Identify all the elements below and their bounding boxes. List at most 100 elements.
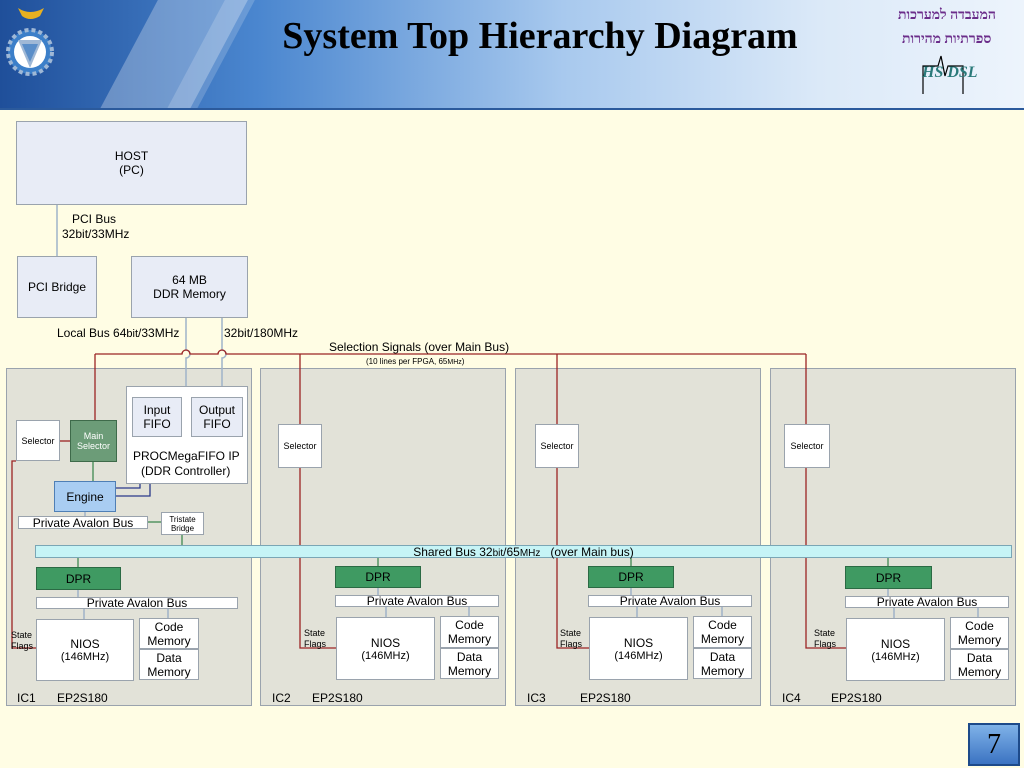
ic4-dpr-block: DPR xyxy=(845,566,932,589)
ic4-private-avalon-bus: Private Avalon Bus xyxy=(845,595,1009,609)
selector-label: Selector xyxy=(21,435,55,446)
selection-signals-label: Selection Signals (over Main Bus) xyxy=(329,340,510,354)
ic2-dpr-block: DPR xyxy=(335,566,421,588)
host-sublabel: (PC) xyxy=(119,163,144,177)
nios-freq: (146MHz) xyxy=(60,651,110,663)
nios-freq: (146MHz) xyxy=(361,649,410,662)
code-memory-label: Code xyxy=(455,618,484,632)
ddr-memory-block: 64 MB DDR Memory xyxy=(131,256,248,318)
slide-title: System Top Hierarchy Diagram xyxy=(282,15,798,57)
ic4-nios-block: NIOS(146MHz) xyxy=(846,618,945,681)
fifo-ip-label: PROCMegaFIFO IP xyxy=(133,449,240,463)
code-memory-label: Code xyxy=(965,619,994,633)
code-memory-label: Code xyxy=(154,619,184,634)
pci-bridge-block: PCI Bridge xyxy=(17,256,97,318)
lab-logo-line: המעבדה למערכות xyxy=(898,8,996,23)
input-fifo-sublabel: FIFO xyxy=(143,417,171,431)
data-memory-sublabel: Memory xyxy=(147,664,191,679)
ic1-selector-block: Selector xyxy=(16,420,60,461)
data-memory-sublabel: Memory xyxy=(700,663,745,678)
ic2-nios-block: NIOS(146MHz) xyxy=(336,617,435,680)
shared-bus-label: Shared Bus 32bit/65MHz (over Main bus) xyxy=(413,544,634,559)
private-bus-label: Private Avalon Bus xyxy=(86,596,188,610)
page-number: 7 xyxy=(987,728,1001,760)
host-pc-block: HOST (PC) xyxy=(16,121,247,205)
dpr-label: DPR xyxy=(65,571,92,586)
dpr-label: DPR xyxy=(365,570,391,584)
engine-label: Engine xyxy=(66,489,104,504)
code-memory-sublabel: Memory xyxy=(447,632,492,646)
ic-chip-label: EP2S180 xyxy=(312,691,363,705)
nios-label: NIOS xyxy=(880,636,911,651)
ic-chip-label: EP2S180 xyxy=(580,691,631,705)
data-memory-label: Data xyxy=(966,650,993,665)
state-flags-label: State xyxy=(560,628,582,638)
selection-signals-sublabel: (10 lines per FPGA, 65MHz) xyxy=(366,357,465,366)
shared-bus: Shared Bus 32bit/65MHz (over Main bus) xyxy=(35,544,1012,559)
slide-header xyxy=(0,0,1024,110)
procmegafifo-ip-block: Input FIFO Output FIFO PROCMegaFIFO IP (… xyxy=(126,386,248,484)
state-flags-sublabel: Flags xyxy=(304,639,327,649)
output-fifo-label: Output xyxy=(198,403,236,417)
nios-label: NIOS xyxy=(370,635,401,650)
data-memory-sublabel: Memory xyxy=(957,664,1002,679)
ic4-selector-block: Selector xyxy=(784,424,830,468)
dpr-label: DPR xyxy=(618,570,644,584)
state-flags-sublabel: Flags xyxy=(814,639,837,649)
code-memory-sublabel: Memory xyxy=(957,633,1002,647)
ic-id-label: IC3 xyxy=(527,691,546,705)
ic-chip-label: EP2S180 xyxy=(831,691,882,705)
output-fifo-sublabel: FIFO xyxy=(203,417,231,431)
tristate-bridge-block: Tristate Bridge xyxy=(161,512,204,535)
selector-label: Selector xyxy=(283,441,317,451)
nios-label: NIOS xyxy=(623,635,654,650)
state-flags-sublabel: Flags xyxy=(11,641,34,651)
ic1-private-avalon-bus: Private Avalon Bus xyxy=(18,515,148,530)
nios-label: NIOS xyxy=(70,637,100,651)
pci-bus-speed: 32bit/33MHz xyxy=(62,227,130,241)
data-memory-label: Data xyxy=(156,650,182,665)
private-bus-label: Private Avalon Bus xyxy=(32,515,134,530)
tristate-sublabel: Bridge xyxy=(170,523,195,533)
host-label: HOST xyxy=(114,149,149,163)
fifo-ip-sublabel: (DDR Controller) xyxy=(141,464,231,478)
private-bus-label: Private Avalon Bus xyxy=(366,594,468,608)
pci-bridge-label: PCI Bridge xyxy=(27,280,87,294)
ic-id-label: IC2 xyxy=(272,691,291,705)
dpr-label: DPR xyxy=(875,570,902,585)
data-memory-label: Data xyxy=(456,649,483,664)
nios-freq: (146MHz) xyxy=(871,650,920,663)
output-fifo-block: Output FIFO xyxy=(191,397,243,437)
tristate-label: Tristate xyxy=(169,514,196,524)
state-flags-sublabel: Flags xyxy=(560,639,583,649)
input-fifo-block: Input FIFO xyxy=(132,397,182,437)
state-flags-label: State xyxy=(304,628,326,638)
ic1-dpr-private-bus: Private Avalon Bus xyxy=(36,596,238,610)
ic1-dpr-block: DPR xyxy=(36,567,121,590)
lab-logo-icon xyxy=(922,55,964,94)
ic-chip-label: EP2S180 xyxy=(57,691,108,705)
engine-block: Engine xyxy=(54,481,116,512)
code-memory-sublabel: Memory xyxy=(147,633,191,648)
pci-bus-label: PCI Bus xyxy=(72,212,117,226)
input-fifo-label: Input xyxy=(143,403,171,417)
main-selector-block: Main Selector xyxy=(70,420,117,462)
ddr-bus-label: 32bit/180MHz xyxy=(224,326,299,340)
ic1-nios-block: NIOS(146MHz) xyxy=(36,619,134,681)
ic-id-label: IC1 xyxy=(17,691,36,705)
ddr-size-label: 64 MB xyxy=(172,273,207,287)
data-memory-label: Data xyxy=(709,649,736,664)
technion-logo-icon xyxy=(6,8,54,76)
ic-id-label: IC4 xyxy=(782,691,801,705)
code-memory-label: Code xyxy=(708,618,737,632)
main-selector-sublabel: Selector xyxy=(76,441,111,451)
selector-label: Selector xyxy=(540,441,574,451)
